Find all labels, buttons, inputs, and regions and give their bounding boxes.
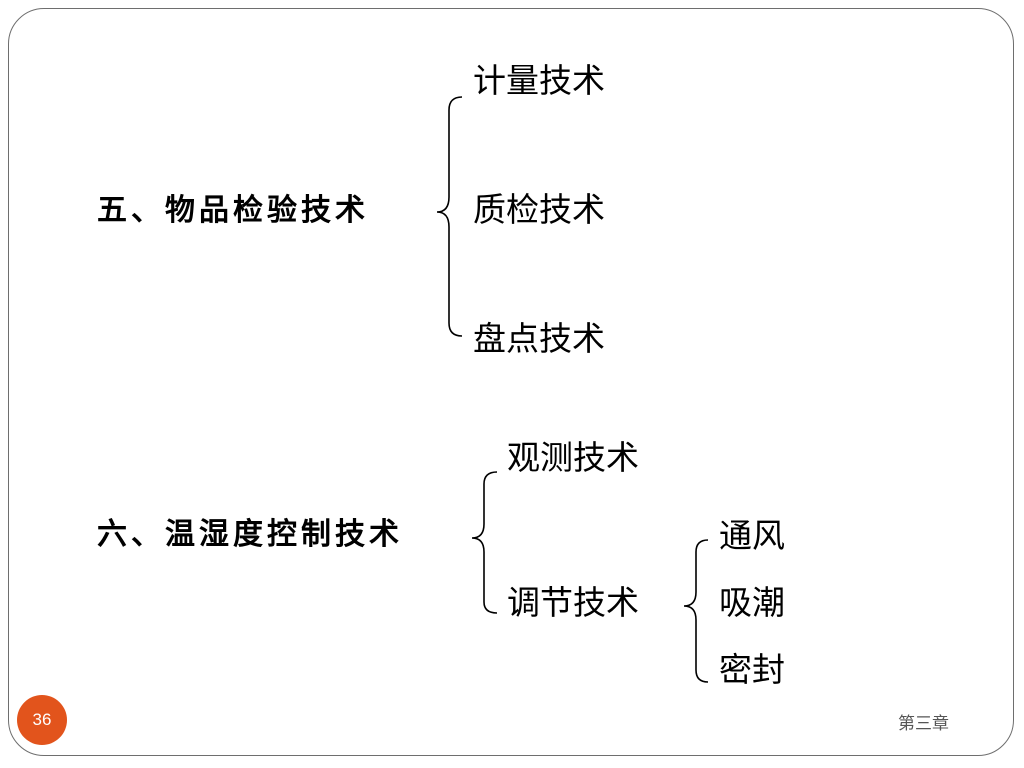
section5-heading: 五、物品检验技术 [97, 193, 369, 228]
sub-item-sealing: 密封 [719, 650, 785, 689]
sub-item-moisture-absorption: 吸潮 [719, 583, 785, 622]
section5-item-measurement: 计量技术 [473, 61, 605, 100]
chapter-label: 第三章 [898, 714, 949, 734]
section5-item-inventory: 盘点技术 [473, 319, 605, 358]
section5-item-quality: 质检技术 [473, 190, 605, 229]
slide-frame [8, 8, 1014, 756]
section6-item-adjustment: 调节技术 [507, 583, 639, 622]
sub-item-ventilation: 通风 [719, 516, 785, 555]
section6-heading: 六、温湿度控制技术 [97, 517, 403, 552]
section6-item-observation: 观测技术 [507, 438, 639, 477]
page-number-badge: 36 [17, 695, 67, 745]
